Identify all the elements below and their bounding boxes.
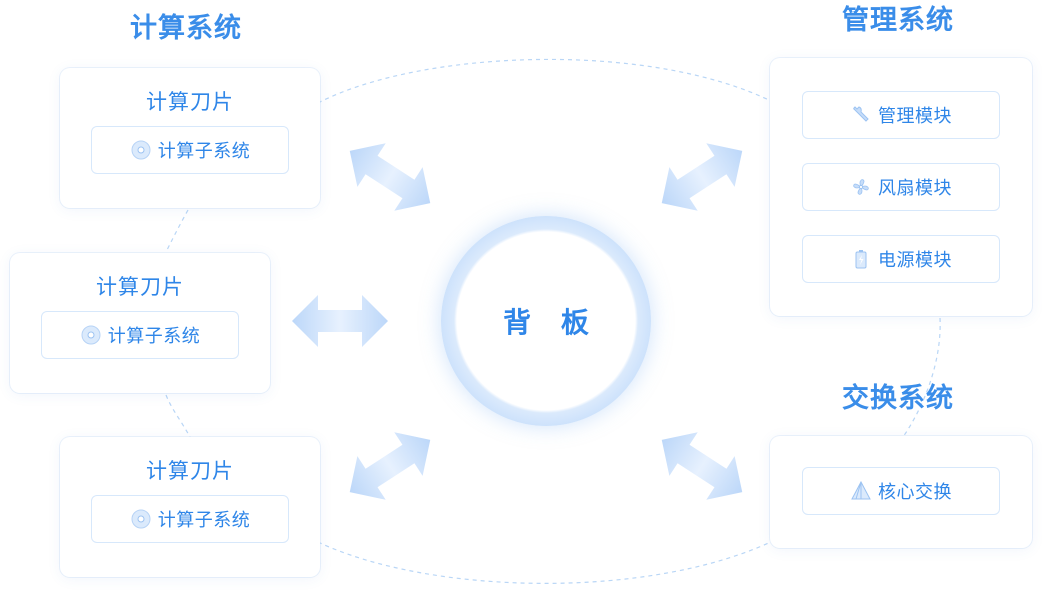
arrow-bottom-left [335, 418, 445, 514]
core-switch-label: 核心交换 [878, 482, 952, 503]
compute-subsystem-module[interactable]: 计算子系统 [91, 126, 289, 174]
management-system-card: 管理模块 风扇模块 电源模块 [770, 58, 1032, 316]
wrench-icon [850, 104, 872, 126]
backplane-label: 背 板 [465, 240, 627, 402]
arrow-top-right [647, 129, 757, 225]
compute-blade-title: 计算刀片 [96, 275, 184, 299]
management-module-label: 管理模块 [878, 106, 952, 127]
compute-subsystem-module[interactable]: 计算子系统 [91, 495, 289, 543]
power-module[interactable]: 电源模块 [802, 235, 1000, 283]
compute-subsystem-module[interactable]: 计算子系统 [41, 311, 239, 359]
pyramid-icon [850, 480, 872, 502]
ring-connector-left-bottom [165, 394, 191, 438]
ring-connector-bottom [317, 539, 776, 584]
switching-system-title: 交换系统 [842, 383, 954, 414]
compute-blade-card-2: 计算刀片 计算子系统 [10, 253, 270, 393]
disc-icon [130, 139, 152, 161]
compute-blade-title: 计算刀片 [146, 459, 234, 483]
power-module-label: 电源模块 [878, 250, 952, 271]
management-module[interactable]: 管理模块 [802, 91, 1000, 139]
fan-module-label: 风扇模块 [878, 178, 952, 199]
management-system-title: 管理系统 [842, 5, 954, 36]
compute-blade-card-3: 计算刀片 计算子系统 [60, 437, 320, 577]
switching-system-card: 核心交换 [770, 436, 1032, 548]
ring-connector-top [317, 58, 776, 104]
ring-connector-right [902, 317, 941, 438]
ring-connector-left-top [165, 209, 189, 253]
compute-blade-card-1: 计算刀片 计算子系统 [60, 68, 320, 208]
arrow-left [292, 295, 388, 347]
compute-system-title: 计算系统 [130, 13, 242, 44]
arrow-bottom-right [647, 418, 757, 514]
compute-subsystem-label: 计算子系统 [107, 326, 201, 347]
compute-subsystem-label: 计算子系统 [157, 510, 251, 531]
arrow-top-left [335, 129, 445, 225]
battery-icon [850, 248, 872, 270]
disc-icon [80, 324, 102, 346]
fan-module[interactable]: 风扇模块 [802, 163, 1000, 211]
compute-blade-title: 计算刀片 [146, 90, 234, 114]
fan-icon [850, 176, 872, 198]
compute-subsystem-label: 计算子系统 [157, 141, 251, 162]
backplane-ring: 背 板 [441, 216, 651, 426]
core-switch-module[interactable]: 核心交换 [802, 467, 1000, 515]
disc-icon [130, 508, 152, 530]
